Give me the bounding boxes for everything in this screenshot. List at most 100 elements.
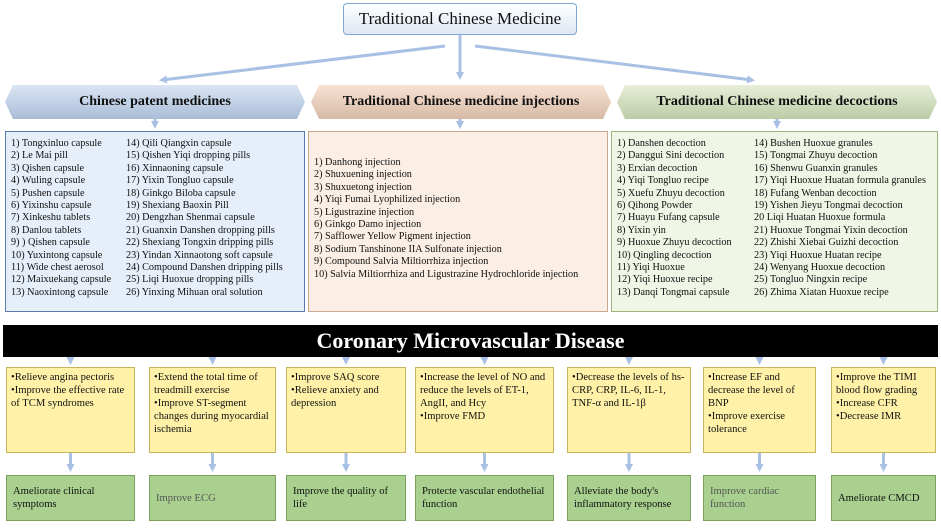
mechanism-text: •Improve the effective rate of TCM syndr… bbox=[11, 385, 125, 409]
mechanism-endothelial: •Increase the level of NO and reduce the… bbox=[415, 367, 554, 453]
patent-medicine-item: 17) Yixin Tongluo capsule bbox=[126, 175, 234, 187]
tcm-title: Traditional Chinese Medicine bbox=[358, 9, 562, 28]
patent-medicine-item: 16) Xinnaoning capsule bbox=[126, 162, 224, 174]
outcome-ecg: Improve ECG bbox=[149, 475, 276, 521]
injection-item: 1) Danhong injection bbox=[314, 157, 401, 168]
patent-medicine-item: 4) Wuling capsule bbox=[11, 175, 86, 187]
decoction-item: 5) Xuefu Zhuyu decoction bbox=[617, 187, 725, 199]
patent-medicine-item: 19) Shexiang Baoxin Pill bbox=[126, 200, 229, 212]
mechanism-text: •Improve FMD bbox=[420, 411, 486, 422]
outcome-inflammation: Alleviate the body's inflammatory respon… bbox=[567, 475, 691, 521]
disease-title: Coronary Microvascular Disease bbox=[316, 328, 625, 353]
decoction-item: 10) Qingling decoction bbox=[617, 249, 712, 261]
decoction-item: 8) Yixin yin bbox=[617, 224, 666, 236]
mechanism-text: •Decrease the levels of hs-CRP, CRP, IL-… bbox=[572, 372, 685, 409]
injection-item: 7) Safflower Yellow Pigment injection bbox=[314, 231, 471, 243]
injection-item: 2) Shuxuening injection bbox=[314, 169, 412, 181]
decoction-item: 16) Shenwu Guanxin granules bbox=[754, 162, 878, 174]
patent-medicine-item: 12) Maixuekang capsule bbox=[11, 274, 112, 286]
mechanism-text: •Improve SAQ score bbox=[291, 372, 380, 383]
decoction-item: 26) Zhima Xiatan Huoxue recipe bbox=[754, 286, 889, 298]
mechanism-text: •Extend the total time of treadmill exer… bbox=[154, 372, 258, 396]
mechanism-cardiac: •Increase EF and decrease the level of B… bbox=[703, 367, 816, 453]
decoction-item: 18) Fufang Wenban decoction bbox=[754, 187, 877, 199]
decoction-item: 4) Yiqi Tongluo recipe bbox=[617, 175, 709, 187]
decoction-item: 21) Huoxue Tongmai Yixin decoction bbox=[754, 224, 908, 236]
mechanism-text: •Improve exercise tolerance bbox=[708, 411, 785, 435]
mechanism-quality-of-life: •Improve SAQ score •Relieve anxiety and d… bbox=[286, 367, 406, 453]
injection-item: 3) Shuxuetong injection bbox=[314, 181, 412, 193]
category-decoctions: Traditional Chinese medicine decoctions bbox=[617, 85, 937, 119]
patent-medicine-item: 20) Dengzhan Shenmai capsule bbox=[126, 212, 255, 224]
patent-medicine-item: 21) Guanxin Danshen dropping pills bbox=[126, 224, 275, 236]
decoction-item: 15) Tongmai Zhuyu decoction bbox=[754, 150, 878, 162]
decoction-item: 13) Danqi Tongmai capsule bbox=[617, 286, 730, 298]
decoction-item: 7) Huayu Fufang capsule bbox=[617, 212, 720, 224]
decoction-item: 19) Yishen Jieyu Tongmai decoction bbox=[754, 200, 903, 212]
decoction-item: 1) Danshen decoction bbox=[617, 138, 706, 149]
patent-medicine-item: 1) Tongxinluo capsule bbox=[11, 138, 102, 149]
decoction-item: 6) Qihong Powder bbox=[617, 200, 693, 212]
injection-item: 6) Ginkgo Damo injection bbox=[314, 219, 422, 231]
decoction-item: 9) Huoxue Zhuyu decoction bbox=[617, 237, 732, 249]
mechanism-inflammation: •Decrease the levels of hs-CRP, CRP, IL-… bbox=[567, 367, 691, 453]
patent-medicine-item: 15) Qishen Yiqi dropping pills bbox=[126, 150, 251, 162]
mechanism-symptoms: •Relieve angina pectoris•Improve the eff… bbox=[6, 367, 135, 453]
decoction-item: 24) Wenyang Huoxue decoction bbox=[754, 262, 886, 274]
injection-item: 8) Sodium Tanshinone IIA Sulfonate injec… bbox=[314, 243, 502, 255]
patent-medicine-item: 8) Danlou tablets bbox=[11, 224, 82, 236]
outcome-text: Ameliorate CMCD bbox=[838, 492, 920, 504]
tcm-title-box: Traditional Chinese Medicine bbox=[343, 3, 577, 35]
outcome-text: Alleviate the body's inflammatory respon… bbox=[574, 486, 672, 510]
outcome-text: Improve ECG bbox=[156, 492, 216, 504]
patent-medicine-item: 2) Le Mai pill bbox=[11, 150, 68, 162]
mechanism-text: •Decrease IMR bbox=[836, 411, 902, 422]
injection-item: 4) Yiqi Fumai Lyophilized injection bbox=[314, 194, 461, 206]
patent-medicine-item: 11) Wide chest aerosol bbox=[11, 262, 104, 274]
patent-medicine-item: 14) Qili Qiangxin capsule bbox=[126, 138, 232, 149]
outcome-cmcd: Ameliorate CMCD bbox=[831, 475, 936, 521]
mechanism-text: •Increase CFR bbox=[836, 398, 898, 409]
mechanism-text: •Improve ST-segment changes during myoca… bbox=[154, 398, 269, 435]
mechanism-text: •Relieve anxiety and depression bbox=[291, 385, 379, 409]
injection-item: 9) Compound Salvia Miltiorrhiza injectio… bbox=[314, 256, 489, 268]
outcome-quality-of-life: Improve the quality of life bbox=[286, 475, 406, 521]
outcome-text: Improve cardiac function bbox=[710, 486, 780, 510]
patent-medicine-item: 26) Yinxing Mihuan oral solution bbox=[126, 286, 263, 298]
category-patent-medicines: Chinese patent medicines bbox=[5, 85, 305, 119]
injection-item: 5) Ligustrazine injection bbox=[314, 206, 415, 218]
mechanism-text: •Increase EF and decrease the level of B… bbox=[708, 372, 795, 409]
decoction-item: 17) Yiqi Huoxue Huatan formula granules bbox=[754, 175, 926, 187]
patent-medicine-item: 9) ) Qishen capsule bbox=[11, 237, 90, 249]
disease-banner: Coronary Microvascular Disease bbox=[3, 325, 938, 357]
mechanism-text: •Increase the level of NO and reduce the… bbox=[420, 372, 546, 409]
outcome-text: Improve the quality of life bbox=[293, 486, 389, 510]
decoction-item: 3) Erxian decoction bbox=[617, 162, 698, 174]
outcome-cardiac: Improve cardiac function bbox=[703, 475, 816, 521]
decoction-item: 2) Danggui Sini decoction bbox=[617, 150, 725, 162]
patent-medicine-item: 7) Xinkeshu tablets bbox=[11, 212, 91, 224]
category-injections: Traditional Chinese medicine injections bbox=[311, 85, 611, 119]
category-injections-label: Traditional Chinese medicine injections bbox=[342, 94, 580, 109]
decoction-item: 20 Liqi Huatan Huoxue formula bbox=[754, 212, 886, 224]
patent-medicine-item: 18) Ginkgo Biloba capsule bbox=[126, 187, 236, 199]
patent-medicine-item: 24) Compound Danshen dripping pills bbox=[126, 262, 283, 274]
patent-medicine-item: 6) Yixinshu capsule bbox=[11, 200, 92, 212]
arrow-title-to-patent bbox=[159, 44, 446, 84]
mechanism-text: •Improve the TIMI blood flow grading bbox=[836, 372, 918, 396]
decoction-item: 14) Bushen Huoxue granules bbox=[754, 138, 873, 149]
patent-medicine-item: 13) Naoxintong capsule bbox=[11, 286, 109, 298]
decoction-item: 11) Yiqi Huoxue bbox=[617, 262, 685, 274]
category-patent-label: Chinese patent medicines bbox=[79, 94, 231, 109]
mechanism-ecg: •Extend the total time of treadmill exer… bbox=[149, 367, 276, 453]
outcome-text: Protecte vascular endothelial function bbox=[422, 486, 545, 510]
